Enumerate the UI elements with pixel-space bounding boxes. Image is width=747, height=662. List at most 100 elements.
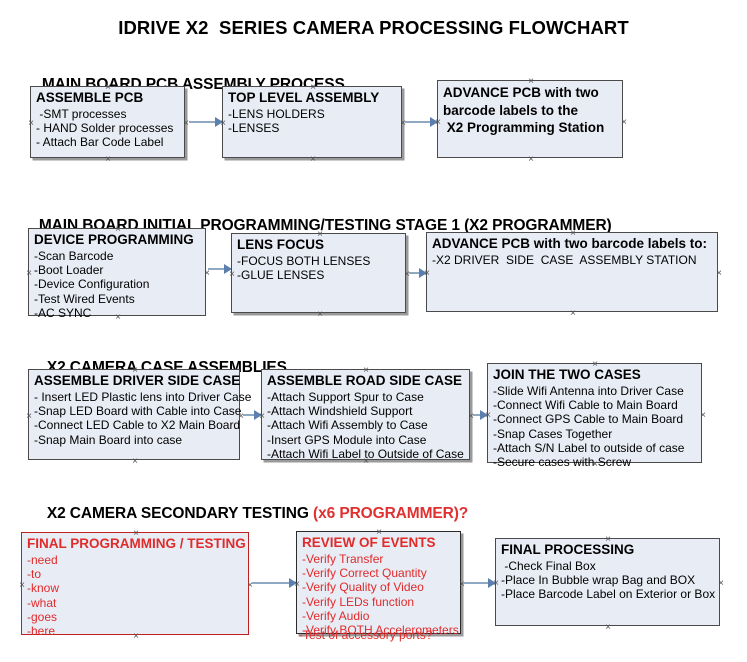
node-line: -AC SYNC xyxy=(34,305,92,320)
connection-handle-right[interactable] xyxy=(399,119,408,128)
node-line: -here xyxy=(27,624,56,639)
connection-handle-right[interactable] xyxy=(467,412,476,421)
connection-handle-right[interactable] xyxy=(458,580,467,589)
node-lens-focus[interactable]: LENS FOCUS -FOCUS BOTH LENSES -GLUE LENS… xyxy=(231,233,406,313)
node-title: FINAL PROGRAMMING / TESTING xyxy=(27,536,246,551)
node-line: -Attach Windshield Support xyxy=(267,404,413,419)
connection-handle-bottom[interactable] xyxy=(316,310,325,319)
node-line: -Attach S/N Label to outside of case xyxy=(493,440,685,455)
connection-handle-top[interactable] xyxy=(131,366,140,375)
node-line: -Test Wired Events xyxy=(34,291,135,306)
node-line: X2 Programming Station xyxy=(443,120,605,135)
connection-handle-left[interactable] xyxy=(25,412,34,421)
connection-handle-top[interactable] xyxy=(362,366,371,375)
connection-handle-left[interactable] xyxy=(293,580,302,589)
connection-handle-bottom[interactable] xyxy=(362,457,371,466)
connection-handle-left[interactable] xyxy=(25,269,34,278)
node-line: -Scan Barcode xyxy=(34,249,114,263)
node-title: DEVICE PROGRAMMING xyxy=(34,232,194,247)
connection-handle-bottom[interactable] xyxy=(604,623,613,632)
node-title: TOP LEVEL ASSEMBLY xyxy=(228,90,380,105)
connection-handle-left[interactable] xyxy=(18,581,27,590)
node-line: -X2 DRIVER SIDE CASE ASSEMBLY STATION xyxy=(432,253,697,267)
node-body: ASSEMBLE ROAD SIDE CASE -Attach Support … xyxy=(267,373,467,461)
node-line: -to xyxy=(27,567,42,582)
node-line: - HAND Solder processes xyxy=(36,121,174,136)
node-review-of-events[interactable]: REVIEW OF EVENTS -Verify Transfer -Verif… xyxy=(293,528,461,637)
connection-handle-top[interactable] xyxy=(309,83,318,92)
node-device-programming[interactable]: DEVICE PROGRAMMING -Scan Barcode -Boot L… xyxy=(25,225,206,320)
node-line: -Snap LED Board with Cable into Case xyxy=(34,404,242,419)
node-top-level-assembly[interactable]: TOP LEVEL ASSEMBLY -LENS HOLDERS -LENSES xyxy=(222,86,402,158)
connection-handle-bottom[interactable] xyxy=(104,155,113,164)
node-line: -Place Barcode Label on Exterior or Box xyxy=(501,587,716,602)
node-line: -Connect GPS Cable to Main Board xyxy=(493,412,684,427)
arrow-review-of-events-to-final-processing xyxy=(463,582,495,584)
node-body: TOP LEVEL ASSEMBLY -LENS HOLDERS -LENSES xyxy=(228,90,399,135)
connection-handle-top[interactable] xyxy=(316,230,325,239)
connection-handle-right[interactable] xyxy=(620,118,629,127)
node-body: ADVANCE PCB with two barcode labels to: … xyxy=(432,236,715,267)
connection-handle-left[interactable] xyxy=(228,270,237,279)
connection-handle-top[interactable] xyxy=(591,360,600,369)
connection-handle-left[interactable] xyxy=(27,119,36,128)
node-review-of-events-overflow-line: -Test of accessory ports? xyxy=(299,628,433,642)
connection-handle-top[interactable] xyxy=(132,529,141,538)
connection-handle-bottom[interactable] xyxy=(114,313,123,322)
connection-handle-right[interactable] xyxy=(715,269,724,278)
node-line: -FOCUS BOTH LENSES xyxy=(237,254,371,268)
node-assemble-driver-side-case[interactable]: ASSEMBLE DRIVER SIDE CASE - Insert LED P… xyxy=(25,366,252,460)
node-advance-pcb-to-programming-station[interactable]: ADVANCE PCB with two barcode labels to t… xyxy=(437,80,623,158)
node-body: ASSEMBLE PCB -SMT processes - HAND Solde… xyxy=(36,90,182,150)
connection-handle-left[interactable] xyxy=(258,412,267,421)
node-line: -what xyxy=(27,595,57,610)
connection-handle-right[interactable] xyxy=(182,119,191,128)
connection-handle-top[interactable] xyxy=(527,77,536,86)
arrow-top-level-assembly-to-advance-pcb xyxy=(405,121,437,123)
node-body: FINAL PROGRAMMING / TESTING -need -to -k… xyxy=(27,536,246,638)
connection-handle-bottom[interactable] xyxy=(569,309,578,318)
connection-handle-bottom[interactable] xyxy=(591,460,600,469)
node-line: -Connect LED Cable to X2 Main Board xyxy=(34,418,241,433)
connection-handle-right[interactable] xyxy=(237,412,246,421)
node-line: - Insert LED Plastic lens into Driver Ca… xyxy=(34,390,252,404)
section-heading-x2-camera-secondary-testing: X2 CAMERA SECONDARY TESTING (x6 PROGRAMM… xyxy=(30,487,468,541)
connection-handle-bottom[interactable] xyxy=(132,632,141,641)
node-line: -goes xyxy=(27,609,58,624)
connection-handle-right[interactable] xyxy=(717,579,726,588)
connection-handle-left[interactable] xyxy=(423,269,432,278)
node-title: ADVANCE PCB with two xyxy=(443,85,599,100)
node-title: LENS FOCUS xyxy=(237,237,325,252)
node-line: -Verify Correct Quantity xyxy=(302,566,427,581)
node-line: -Insert GPS Module into Case xyxy=(267,432,427,447)
arrow-road-side-to-join-cases xyxy=(473,414,487,416)
connection-handle-bottom[interactable] xyxy=(309,155,318,164)
connection-handle-bottom[interactable] xyxy=(527,155,536,164)
node-join-the-two-cases[interactable]: JOIN THE TWO CASES -Slide Wifi Antenna i… xyxy=(484,360,702,469)
node-final-programming-testing[interactable]: FINAL PROGRAMMING / TESTING -need -to -k… xyxy=(18,529,249,638)
connection-handle-left[interactable] xyxy=(484,411,493,420)
node-line: -GLUE LENSES xyxy=(237,268,325,283)
node-assemble-pcb[interactable]: ASSEMBLE PCB -SMT processes - HAND Solde… xyxy=(30,86,185,158)
connection-handle-top[interactable] xyxy=(569,229,578,238)
node-line: -LENSES xyxy=(228,121,280,136)
node-assemble-road-side-case[interactable]: ASSEMBLE ROAD SIDE CASE -Attach Support … xyxy=(258,366,470,461)
node-final-processing[interactable]: FINAL PROCESSING -Check Final Box -Place… xyxy=(495,538,720,626)
connection-handle-top[interactable] xyxy=(375,528,384,537)
connection-handle-top[interactable] xyxy=(604,535,613,544)
connection-handle-left[interactable] xyxy=(219,119,228,128)
node-body: JOIN THE TWO CASES -Slide Wifi Antenna i… xyxy=(493,367,699,469)
connection-handle-bottom[interactable] xyxy=(131,457,140,466)
page-title: IDRIVE X2 SERIES CAMERA PROCESSING FLOWC… xyxy=(118,17,629,38)
connection-handle-right[interactable] xyxy=(403,270,412,279)
connection-handle-top[interactable] xyxy=(114,225,123,234)
node-line: -Attach Support Spur to Case xyxy=(267,390,424,404)
node-advance-pcb-to-driver-side-case[interactable]: ADVANCE PCB with two barcode labels to: … xyxy=(426,232,718,312)
node-line: -Boot Loader xyxy=(34,263,104,278)
connection-handle-top[interactable] xyxy=(104,83,113,92)
connection-handle-right[interactable] xyxy=(699,411,708,420)
connection-handle-left[interactable] xyxy=(492,579,501,588)
connection-handle-left[interactable] xyxy=(434,118,443,127)
node-title: ASSEMBLE PCB xyxy=(36,90,144,105)
